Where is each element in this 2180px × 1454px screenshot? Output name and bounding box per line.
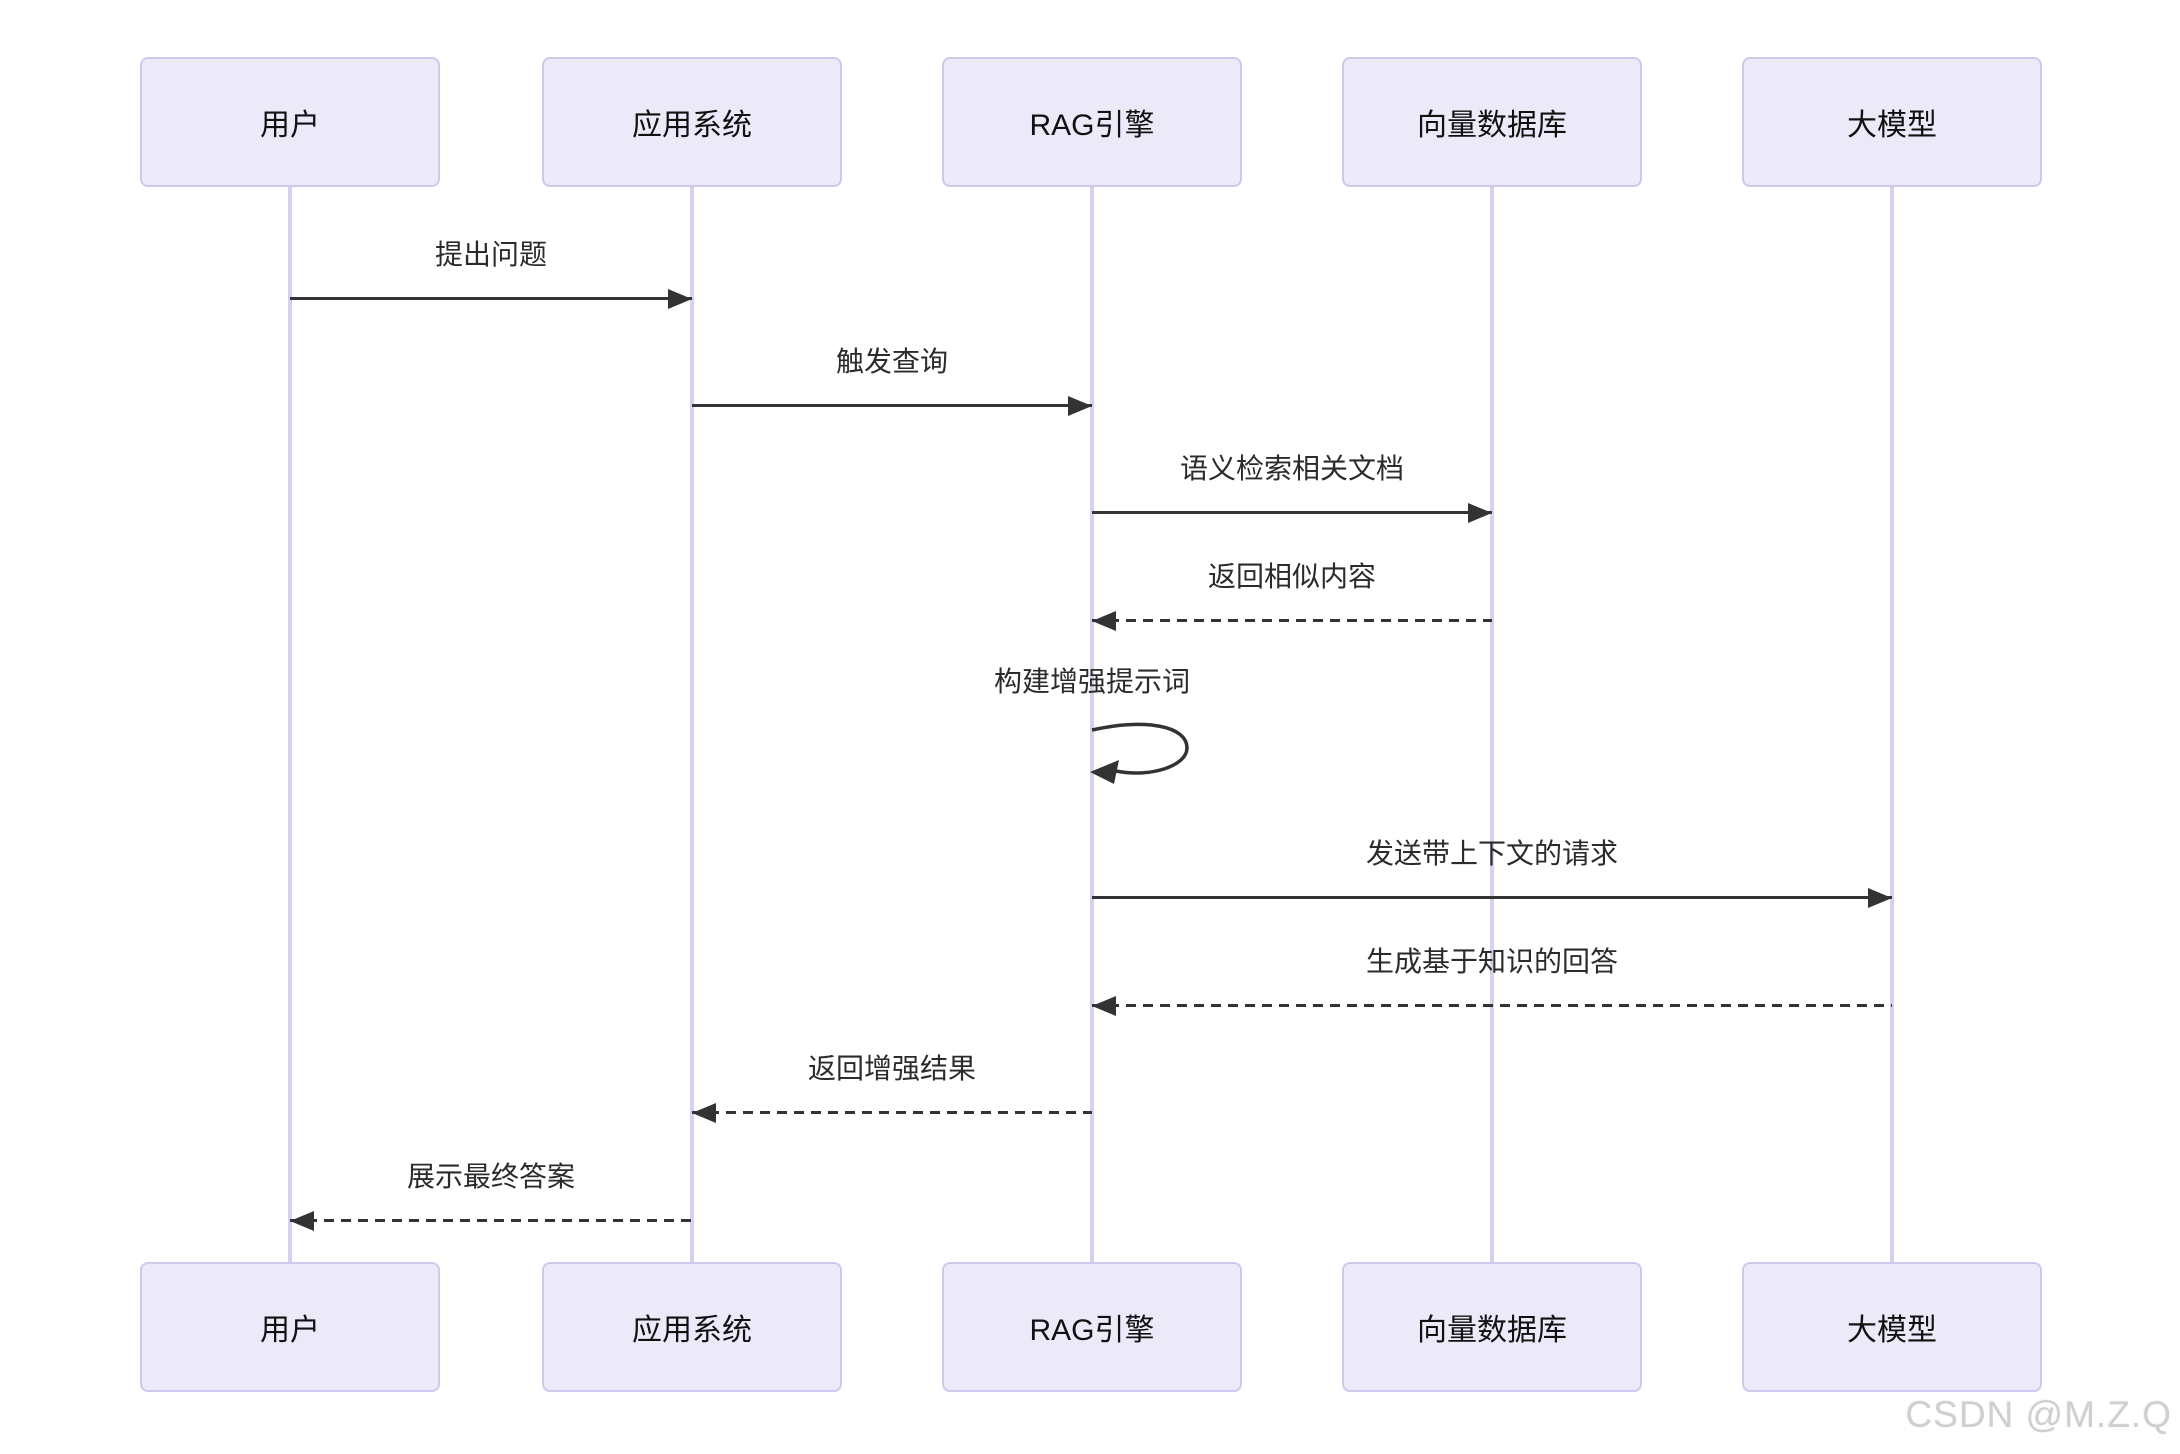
message-label-4: 返回相似内容	[1207, 561, 1376, 592]
actor-box-vectordb-bottom: 向量数据库	[1342, 1262, 1642, 1392]
arrowhead-right-icon	[668, 289, 692, 309]
lifeline-user	[288, 187, 292, 1263]
actor-box-app-top: 应用系统	[542, 57, 842, 187]
self-loop-arrow	[1090, 722, 1189, 784]
arrowhead-right-icon	[1068, 396, 1092, 416]
message-arrow-3	[1092, 503, 1492, 523]
arrowhead-left-icon	[290, 1211, 314, 1231]
message-label-1: 提出问题	[434, 239, 547, 270]
message-label-7: 生成基于知识的回答	[1365, 946, 1618, 977]
actor-box-rag-top: RAG引擎	[942, 57, 1242, 187]
message-arrow-2	[692, 396, 1092, 416]
arrowhead-left-icon	[1092, 996, 1116, 1016]
actor-box-vectordb-top: 向量数据库	[1342, 57, 1642, 187]
message-label-5: 构建增强提示词	[993, 666, 1190, 697]
actor-box-llm-bottom: 大模型	[1742, 1262, 2042, 1392]
message-arrow-1	[290, 289, 692, 309]
lifeline-rag	[1090, 187, 1094, 1263]
lifeline-llm	[1890, 187, 1894, 1263]
message-label-9: 展示最终答案	[406, 1161, 575, 1192]
message-arrow-7	[1092, 996, 1892, 1016]
message-label-3: 语义检索相关文档	[1179, 453, 1404, 484]
watermark: CSDN @M.Z.Q	[1905, 1394, 2172, 1435]
arrowhead-left-icon	[692, 1103, 716, 1123]
arrowhead-left-icon	[1092, 611, 1116, 631]
message-arrow-6	[1092, 888, 1892, 908]
message-label-6: 发送带上下文的请求	[1365, 838, 1618, 869]
message-arrow-8	[692, 1103, 1092, 1123]
message-label-8: 返回增强结果	[807, 1053, 976, 1084]
message-label-2: 触发查询	[835, 346, 948, 377]
actor-box-llm-top: 大模型	[1742, 57, 2042, 187]
lifeline-vectordb	[1490, 187, 1494, 1263]
message-arrow-4	[1092, 611, 1492, 631]
arrowhead-right-icon	[1868, 888, 1892, 908]
message-arrow-9	[290, 1211, 692, 1231]
actor-box-app-bottom: 应用系统	[542, 1262, 842, 1392]
arrowhead-right-icon	[1468, 503, 1492, 523]
actor-box-user-top: 用户	[140, 57, 440, 187]
actor-box-user-bottom: 用户	[140, 1262, 440, 1392]
lifeline-app	[690, 187, 694, 1263]
actor-box-rag-bottom: RAG引擎	[942, 1262, 1242, 1392]
